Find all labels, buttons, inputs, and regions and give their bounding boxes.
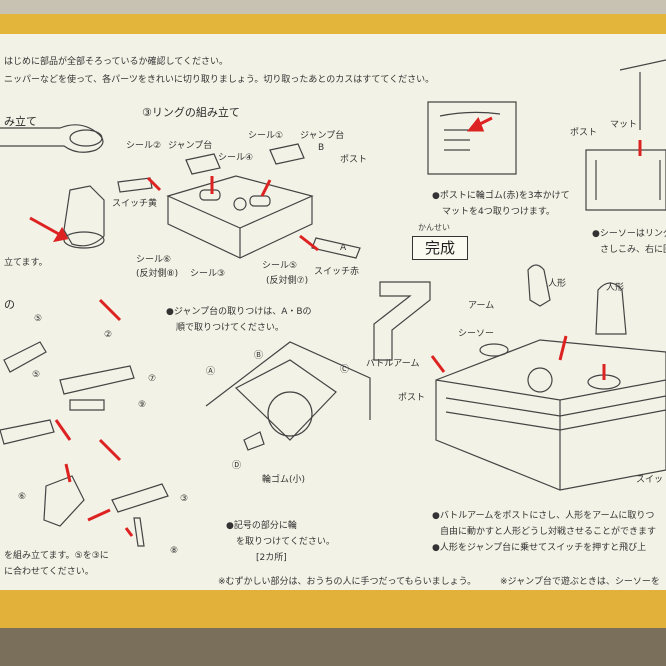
- label-opposite-8: (反対側⑧): [136, 269, 179, 279]
- bottom-note-2: 自由に動かすと人形どうし対戦させることができます: [440, 527, 657, 537]
- red-arrow: [146, 176, 162, 192]
- kansei-reading: かんせい: [418, 223, 450, 232]
- label-doll-1: 人形: [548, 279, 567, 289]
- red-arrow: [260, 179, 272, 197]
- ring-note-1: ●ジャンプ台の取りつけは、A・Bの: [166, 307, 312, 317]
- label-seesaw: シーソー: [458, 329, 495, 339]
- label-arm: アーム: [468, 301, 495, 311]
- part-number: ⑤: [32, 370, 41, 380]
- red-arrow: [98, 298, 122, 322]
- part-number: Ⓓ: [232, 461, 242, 471]
- label-switch-right: スイッ: [636, 475, 664, 485]
- red-arrow: [98, 438, 122, 462]
- label-mat: マット: [610, 120, 638, 130]
- part-number: Ⓑ: [254, 351, 264, 361]
- part-number: Ⓐ: [206, 367, 216, 377]
- footer-left: ※むずかしい部分は、おうちの人に手つだってもらいましょう。: [218, 577, 477, 587]
- part-number: ⑨: [138, 400, 147, 410]
- label-jump-stand-2: ジャンプ台: [300, 131, 345, 141]
- ring-corner-illustration: [205, 341, 371, 420]
- arm-part-illustration: [0, 124, 104, 153]
- left-step-note: 立てます。: [4, 258, 48, 268]
- bottom-note-1: ●バトルアームをポストにさし、人形をアームに取りつ: [432, 511, 655, 521]
- label-switch-yellow: スイッチ黄: [112, 199, 158, 209]
- seesaw-note-2: さしこみ、右に回: [600, 245, 666, 255]
- seesaw-note-1: ●シーソーはリング: [592, 229, 666, 239]
- rubber-note-2: マットを4つ取りつけます。: [442, 207, 555, 217]
- post-detail-illustration: [427, 101, 517, 175]
- bottom-note-3: ●人形をジャンプ台に乗せてスイッチを押すと飛び上: [432, 543, 647, 553]
- label-post-right: ポスト: [570, 128, 598, 138]
- label-seal4: シール④: [218, 153, 254, 163]
- part-number: ③: [180, 494, 189, 504]
- complete-ring-illustration: [435, 339, 666, 491]
- linkage-illustration: [3, 341, 47, 373]
- red-arrow: [558, 335, 568, 361]
- table-surface: [0, 628, 666, 666]
- label-doll-2: 人形: [606, 283, 625, 293]
- intro-line-2: ニッパーなどを使って、各パーツをきれいに切り取りましょう。切り取ったあとのカスは…: [4, 75, 435, 85]
- mid-note-2: を取りつけてください。: [236, 537, 335, 547]
- box-bottom-edge: [0, 590, 666, 632]
- label-seal1: シール①: [248, 131, 284, 141]
- assembly-header-left: み立て: [4, 115, 37, 128]
- complete-label: 完成: [424, 239, 455, 257]
- doll-figure-2: [595, 282, 627, 335]
- label-b: B: [318, 143, 325, 153]
- label-post-2: ポスト: [398, 393, 426, 403]
- doll-figure-1: [527, 264, 551, 307]
- footer-right: ※ジャンプ台で遊ぶときは、シーソーを: [500, 577, 660, 587]
- red-arrow: [87, 508, 111, 522]
- part-number: ⑤: [34, 314, 43, 324]
- red-arrow: [124, 527, 134, 537]
- red-arrow: [54, 419, 72, 441]
- part-number: ②: [104, 330, 113, 340]
- label-a: A: [340, 243, 347, 253]
- label-seal3: シール③: [190, 269, 226, 279]
- red-arrow: [64, 463, 72, 483]
- ring-illustration: [166, 175, 314, 229]
- mid-note-3: [2カ所]: [256, 553, 287, 563]
- label-switch-red: スイッチ赤: [314, 267, 360, 277]
- label-post: ポスト: [340, 155, 368, 165]
- label-battle-arm: バトルアーム: [366, 359, 420, 369]
- left-foot-note-1: を組み立てます。⑤を③に: [4, 551, 109, 561]
- red-arrow: [299, 234, 319, 252]
- label-jump-stand-1: ジャンプ台: [168, 141, 213, 151]
- part-number: ⑦: [148, 374, 157, 384]
- ring-note-2: 順で取りつけてください。: [176, 323, 284, 333]
- instruction-sheet: [0, 34, 666, 596]
- label-seal6: シール⑥: [136, 255, 172, 265]
- label-seal2: シール②: [126, 141, 162, 151]
- part-number: ⑥: [18, 492, 27, 502]
- label-opposite-7: (反対側⑦): [266, 276, 309, 286]
- part-number: Ⓒ: [340, 365, 350, 375]
- ring-assembly-header: ③リングの組み立て: [142, 106, 240, 119]
- mid-note-1: ●記号の部分に輪: [226, 521, 297, 531]
- intro-line-1: はじめに部品が全部そろっているか確認してください。: [4, 57, 229, 67]
- assembly-header-left-mid: の: [4, 298, 15, 311]
- complete-box: 完成: [412, 236, 468, 260]
- rubber-note-1: ●ポストに輪ゴム(赤)を3本かけて: [432, 191, 570, 201]
- left-foot-note-2: に合わせてください。: [4, 567, 94, 577]
- base-part-illustration: [63, 185, 105, 247]
- label-rubber-small: 輪ゴム(小): [262, 475, 306, 485]
- part-number: ⑧: [170, 546, 179, 556]
- label-seal5: シール⑤: [262, 261, 298, 271]
- red-arrow: [430, 355, 446, 373]
